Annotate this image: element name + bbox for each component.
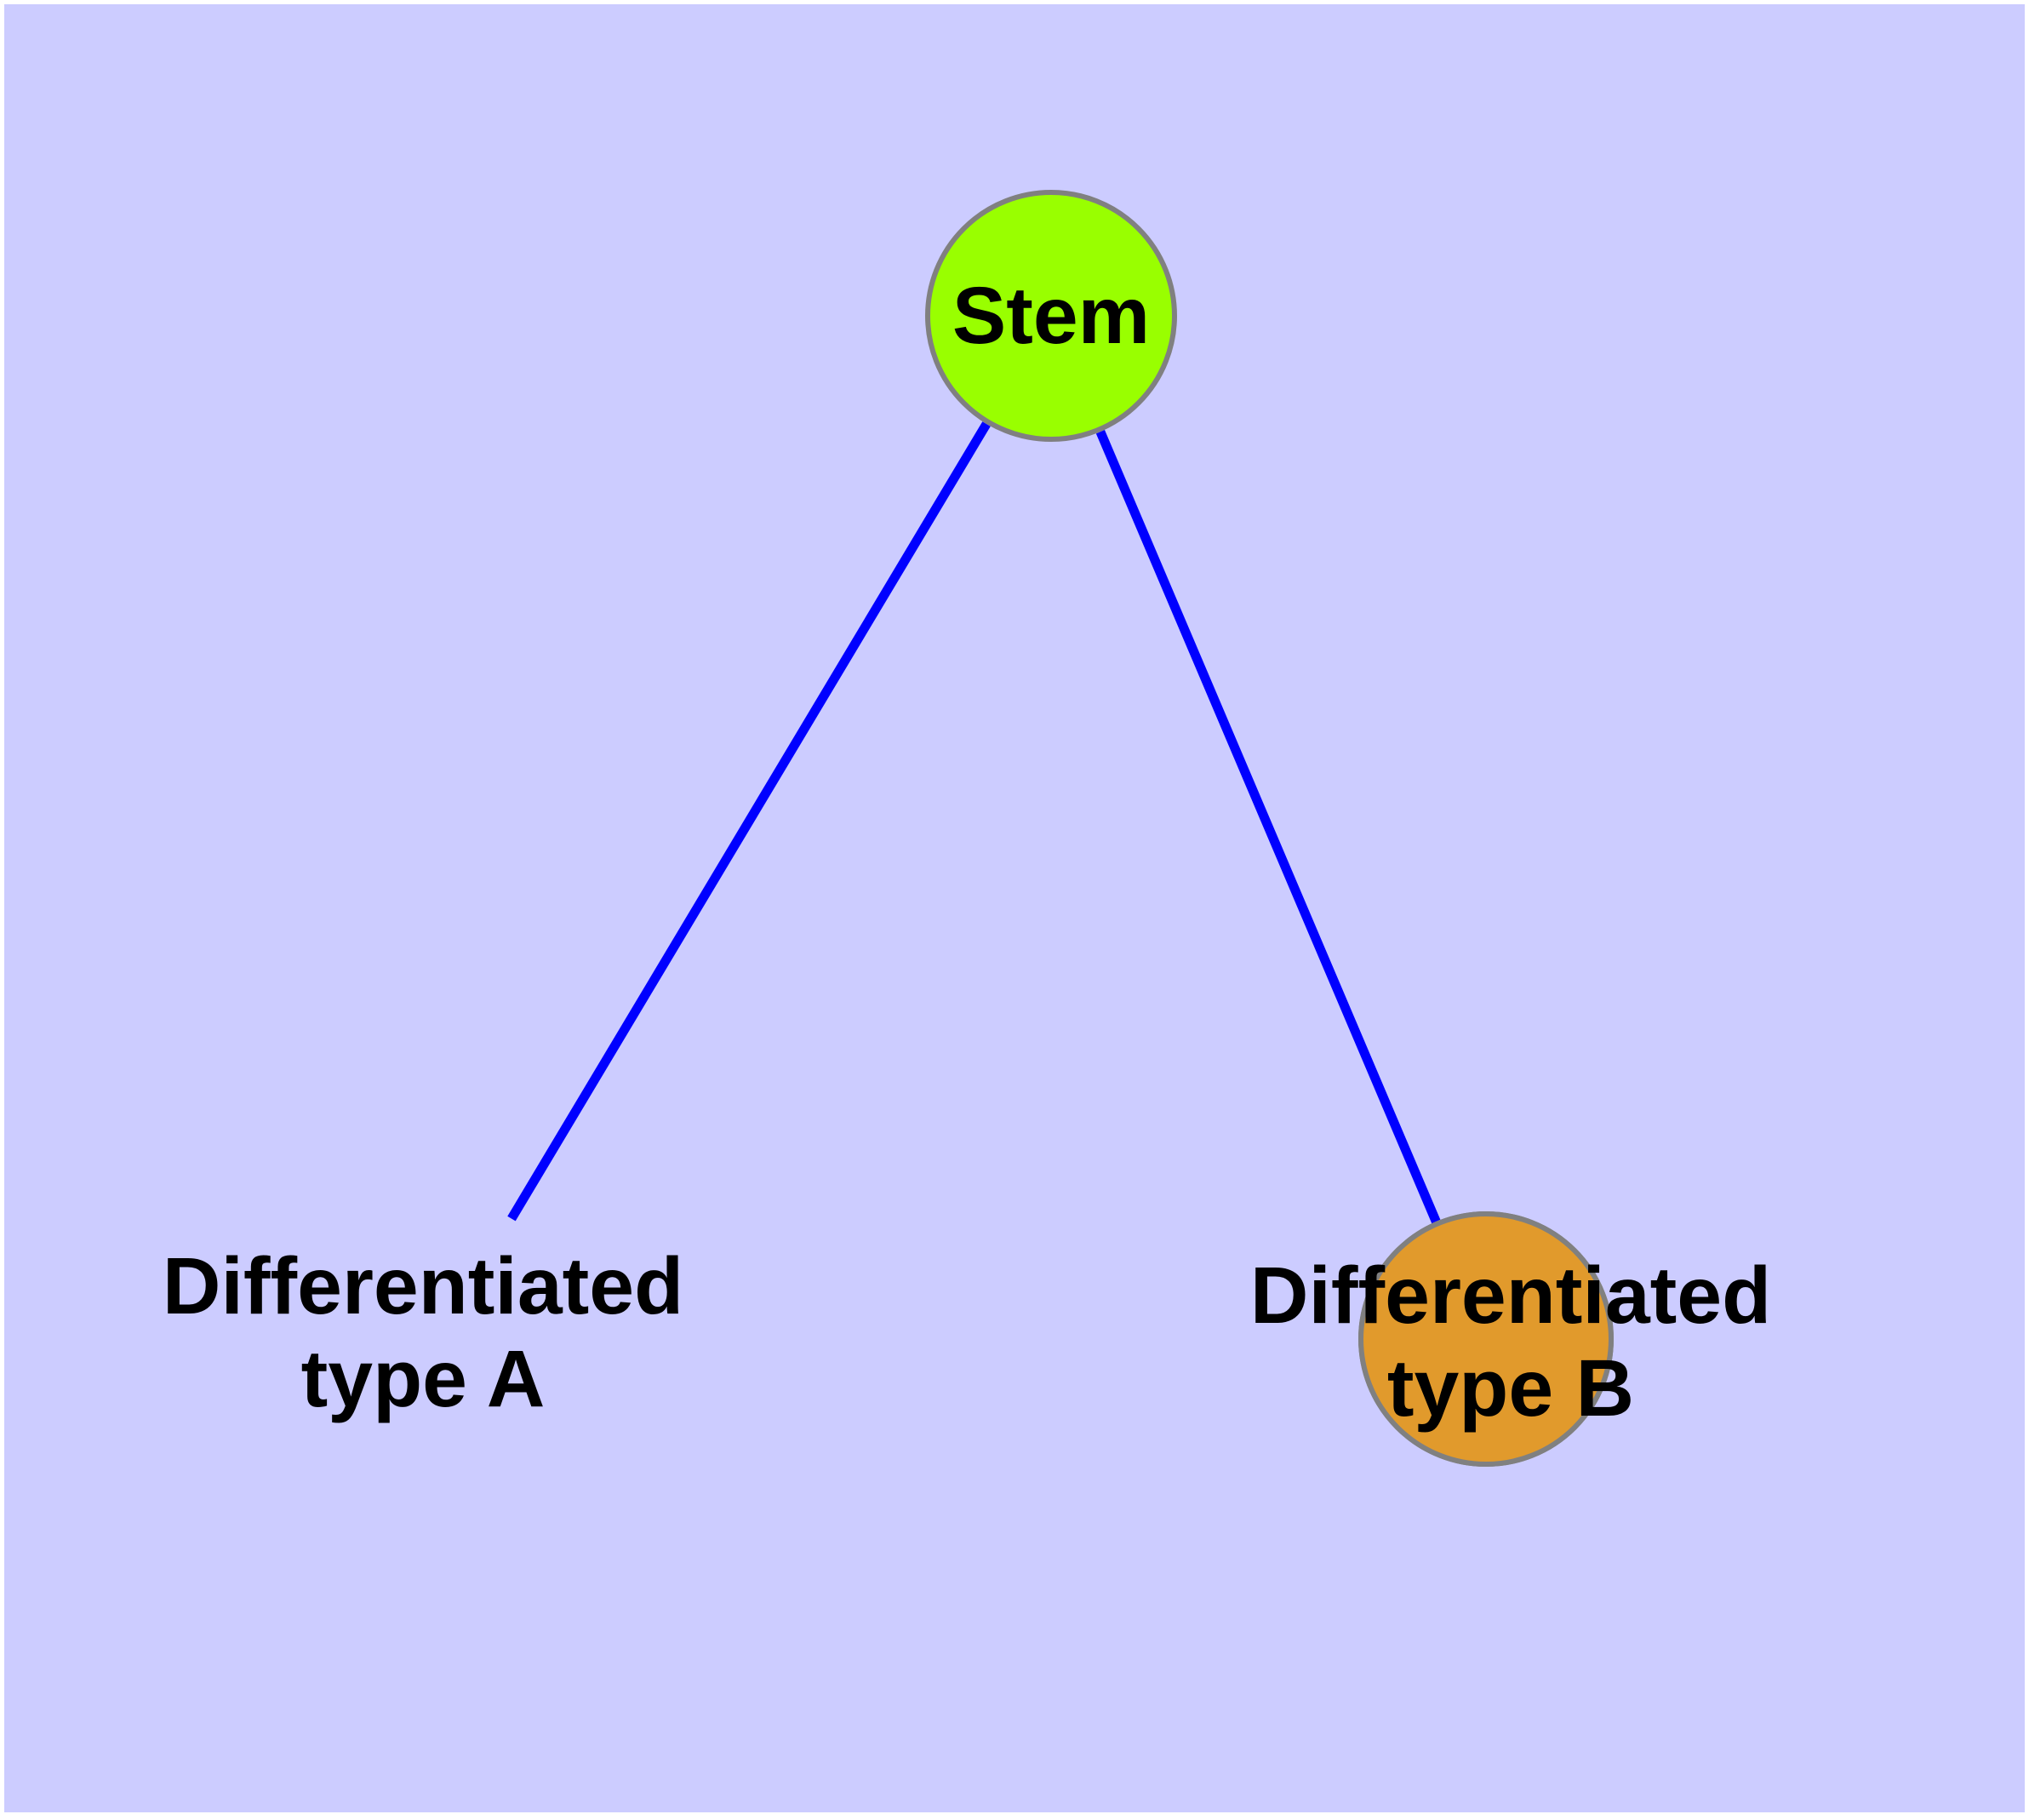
edge-stem-to-differentiated-type-b[interactable] [1095, 430, 1441, 1224]
node-differentiated-type-a-label-line1: Differentiated [163, 1241, 683, 1331]
node-differentiated-type-b-label-line1: Differentiated [1250, 1251, 1771, 1341]
edge-stem-to-differentiated-type-a[interactable] [507, 421, 991, 1222]
node-differentiated-type-b[interactable]: Differentiated type B [1250, 1211, 1771, 1467]
node-differentiated-type-b-label-line2: type B [1387, 1343, 1634, 1434]
node-stem[interactable]: Stem [925, 190, 1177, 442]
node-differentiated-type-b-circle[interactable] [1358, 1211, 1614, 1467]
node-differentiated-type-a-label-line2: type A [301, 1334, 546, 1424]
node-stem-label-line1: Stem [952, 271, 1150, 361]
node-stem-circle[interactable] [925, 190, 1177, 442]
edge-layer [507, 421, 1441, 1224]
